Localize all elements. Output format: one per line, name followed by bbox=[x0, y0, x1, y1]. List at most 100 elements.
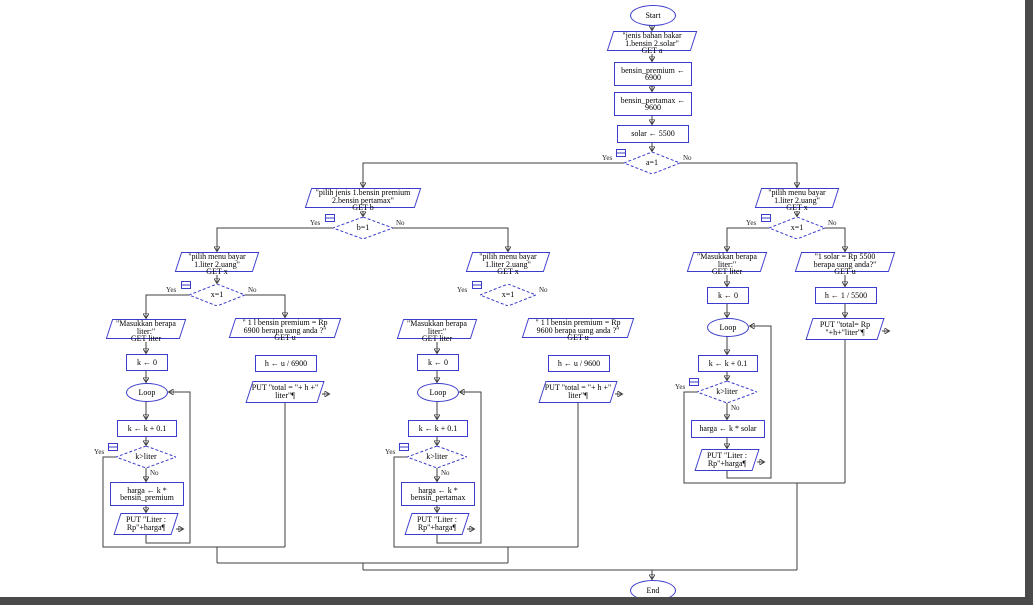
node-put-harga-left[interactable]: PUT "Liter : Rp"+harga¶ bbox=[113, 513, 179, 535]
node-set-bensin-pertamax[interactable]: bensin_pertamax ← 9600 bbox=[614, 92, 692, 116]
node-calc-harga-premium[interactable]: harga ← k * bensin_premium bbox=[110, 482, 184, 506]
node-set-bensin-premium[interactable]: bensin_premium ← 6900 bbox=[614, 62, 692, 86]
get-statement: GET liter bbox=[130, 334, 162, 343]
node-text: b=1 bbox=[356, 223, 370, 233]
node-loop-right[interactable]: Loop bbox=[707, 318, 749, 337]
node-put-total-left[interactable]: PUT "total = "+ h +" liter"¶ bbox=[245, 381, 325, 403]
node-text: 6900 berapa uang anda ?" bbox=[243, 325, 327, 335]
node-text: liter"¶ bbox=[568, 390, 588, 400]
node-text: " 1 l bensin premium = Rp bbox=[242, 318, 328, 327]
diamond-shape bbox=[624, 152, 680, 174]
node-loop-left[interactable]: Loop bbox=[126, 383, 168, 402]
window-edge-right bbox=[1025, 0, 1033, 605]
branch-label-no: No bbox=[150, 469, 159, 477]
node-label: Loop bbox=[429, 387, 447, 397]
get-statement: GET x bbox=[786, 203, 808, 212]
get-statement: GET b bbox=[352, 203, 374, 212]
node-decision-kliter-left[interactable]: k>liter bbox=[116, 446, 176, 468]
node-put-total-right[interactable]: PUT "total= Rp "+h+"liter"¶ bbox=[805, 318, 885, 340]
node-io-choose-bensin[interactable]: "pilih jenis 1.bensin premium 2.bensin p… bbox=[304, 188, 422, 212]
node-calc-h-6900[interactable]: h ← u / 6900 bbox=[255, 355, 317, 372]
node-text: PUT "total = "+ h +" bbox=[544, 383, 612, 392]
node-text: k ← 0 bbox=[137, 357, 157, 367]
node-calc-h-solar[interactable]: h ← 1 / 5500 bbox=[815, 287, 877, 304]
node-decision-kliter-right[interactable]: k>liter bbox=[697, 381, 757, 403]
node-decision-x-right[interactable]: x=1 bbox=[769, 217, 825, 239]
node-text: h ← u / 9600 bbox=[557, 358, 601, 368]
node-calc-h-9600[interactable]: h ← u / 9600 bbox=[548, 355, 610, 372]
node-set-k0-right[interactable]: k ← 0 bbox=[707, 287, 749, 304]
node-text: liter:" bbox=[427, 326, 447, 336]
node-io-pay-menu-mid[interactable]: "pilih menu bayar 1.liter 2.uang" GET x bbox=[465, 252, 551, 275]
node-text: k>liter bbox=[426, 452, 448, 462]
node-io-uang-pertamax[interactable]: " 1 l bensin premium = Rp 9600 berapa ua… bbox=[521, 318, 635, 342]
node-put-harga-mid[interactable]: PUT "Liter : Rp"+harga¶ bbox=[404, 513, 470, 535]
diamond-shape bbox=[116, 446, 176, 468]
branch-label-yes: Yes bbox=[94, 448, 105, 456]
diamond-shape bbox=[333, 217, 393, 239]
node-text: "pilih menu bayar bbox=[768, 188, 826, 197]
node-put-harga-right[interactable]: PUT "Liter : Rp"+harga¶ bbox=[694, 449, 760, 471]
node-text: solar ← 5500 bbox=[631, 129, 675, 139]
branch-label-no: No bbox=[683, 154, 692, 162]
node-text: PUT "total = "+ h +" bbox=[251, 383, 319, 392]
node-io-uang-premium[interactable]: " 1 l bensin premium = Rp 6900 berapa ua… bbox=[228, 318, 342, 342]
node-text: Rp"+harga¶ bbox=[707, 458, 747, 468]
node-text: "+h+"liter"¶ bbox=[825, 327, 865, 337]
node-calc-harga-pertamax[interactable]: harga ← k * bensin_pertamax bbox=[401, 482, 475, 506]
node-text: 2.bensin pertamax" bbox=[332, 195, 394, 205]
node-set-k0-mid[interactable]: k ← 0 bbox=[417, 354, 459, 371]
branch-label-yes: Yes bbox=[746, 219, 757, 227]
node-decision-x-left[interactable]: x=1 bbox=[189, 284, 245, 306]
get-statement: GET liter bbox=[421, 334, 453, 343]
node-text: x=1 bbox=[210, 290, 224, 300]
node-io-uang-solar[interactable]: "1 solar = Rp 5500 berapa uang anda?" GE… bbox=[794, 252, 896, 275]
diamond-shape bbox=[189, 284, 245, 306]
node-decision-b[interactable]: b=1 bbox=[333, 217, 393, 239]
decision-badge-icon bbox=[689, 378, 699, 386]
node-put-total-mid[interactable]: PUT "total = "+ h +" liter"¶ bbox=[538, 381, 618, 403]
node-text: k>liter bbox=[135, 452, 157, 462]
node-label: End bbox=[646, 585, 660, 595]
node-text: "pilih menu bayar bbox=[188, 252, 246, 261]
node-start[interactable]: Start bbox=[630, 5, 676, 26]
node-text: 1.liter 2.uang" bbox=[485, 259, 531, 269]
get-statement: GET liter bbox=[711, 267, 743, 276]
get-statement: GET u bbox=[274, 333, 296, 342]
node-inc-k-right[interactable]: k ← k + 0.1 bbox=[698, 355, 758, 372]
get-statement: GET u bbox=[567, 333, 589, 342]
node-io-fuel-type[interactable]: "jenis bahan bakar 1.bensin 2.solar" GET… bbox=[606, 31, 698, 54]
node-decision-a[interactable]: a=1 bbox=[624, 152, 680, 174]
node-inc-k-mid[interactable]: k ← k + 0.1 bbox=[408, 420, 468, 437]
node-text: k>liter bbox=[716, 387, 738, 397]
node-text: Rp"+harga¶ bbox=[126, 522, 166, 532]
node-text: 6900 bbox=[645, 73, 661, 82]
branch-label-no: No bbox=[248, 286, 257, 294]
node-loop-mid[interactable]: Loop bbox=[417, 383, 459, 402]
node-text: x=1 bbox=[790, 223, 804, 233]
node-set-solar[interactable]: solar ← 5500 bbox=[617, 125, 689, 143]
node-text: h ← u / 6900 bbox=[264, 358, 308, 368]
node-text: PUT "Liter : bbox=[125, 515, 166, 524]
node-io-pay-menu-right[interactable]: "pilih menu bayar 1.liter 2.uang" GET x bbox=[754, 188, 840, 212]
node-io-liter-left[interactable]: "Masukkan berapa liter:" GET liter bbox=[105, 319, 187, 343]
branch-label-yes: Yes bbox=[675, 383, 686, 391]
node-decision-kliter-mid[interactable]: k>liter bbox=[407, 446, 467, 468]
node-inc-k-left[interactable]: k ← k + 0.1 bbox=[117, 420, 177, 437]
node-decision-x-mid[interactable]: x=1 bbox=[480, 284, 536, 306]
node-text: bensin_premium ← bbox=[621, 65, 685, 75]
node-io-pay-menu-left[interactable]: "pilih menu bayar 1.liter 2.uang" GET x bbox=[174, 252, 260, 275]
node-text: 9600 berapa uang anda ?" bbox=[536, 325, 620, 335]
decision-badge-icon bbox=[616, 149, 626, 157]
node-text: "Masukkan berapa bbox=[697, 252, 757, 261]
node-io-liter-right[interactable]: "Masukkan berapa liter:" GET liter bbox=[686, 252, 768, 276]
branch-label-yes: Yes bbox=[457, 286, 468, 294]
node-calc-harga-solar[interactable]: harga ← k * solar bbox=[691, 420, 765, 438]
node-text: 1.bensin 2.solar" bbox=[625, 38, 679, 48]
node-text: x=1 bbox=[501, 290, 515, 300]
decision-badge-icon bbox=[108, 443, 118, 451]
branch-label-no: No bbox=[539, 286, 548, 294]
node-io-liter-mid[interactable]: "Masukkan berapa liter:" GET liter bbox=[396, 319, 478, 343]
node-set-k0-left[interactable]: k ← 0 bbox=[126, 354, 168, 371]
